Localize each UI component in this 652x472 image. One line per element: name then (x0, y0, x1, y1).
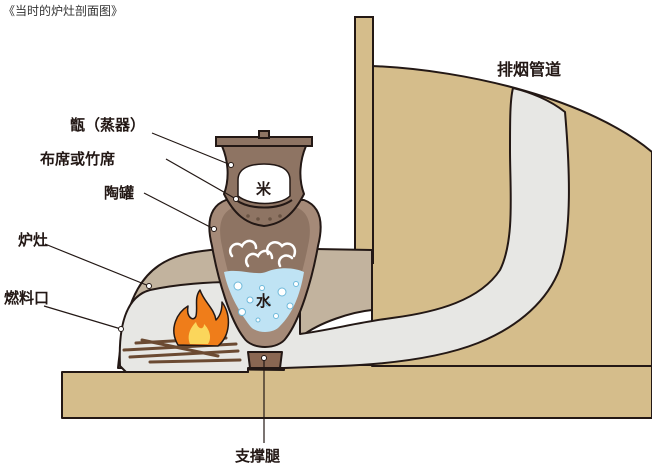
label-water: 水 (256, 292, 272, 310)
label-support-leg: 支撑腿 (234, 447, 280, 465)
label-chimney: 排烟管道 (497, 60, 561, 79)
label-cloth: 布席或竹席 (40, 150, 115, 168)
steam (228, 239, 297, 268)
leader-lines (43, 132, 265, 443)
label-jar: 陶罐 (104, 184, 134, 202)
steamer-vessel (221, 145, 307, 227)
water (224, 268, 304, 332)
label-fuel-port: 燃料口 (4, 289, 49, 307)
label-rice: 米 (256, 180, 272, 198)
fire-flame-icon (173, 289, 230, 347)
wall (354, 16, 374, 264)
steamer-lid (215, 130, 313, 147)
label-steamer: 甑（蒸器） (70, 116, 145, 134)
leader-dots (118, 162, 267, 361)
diagram-caption: 《当时的炉灶剖面图》 (3, 4, 124, 18)
label-stove: 炉灶 (18, 231, 48, 249)
